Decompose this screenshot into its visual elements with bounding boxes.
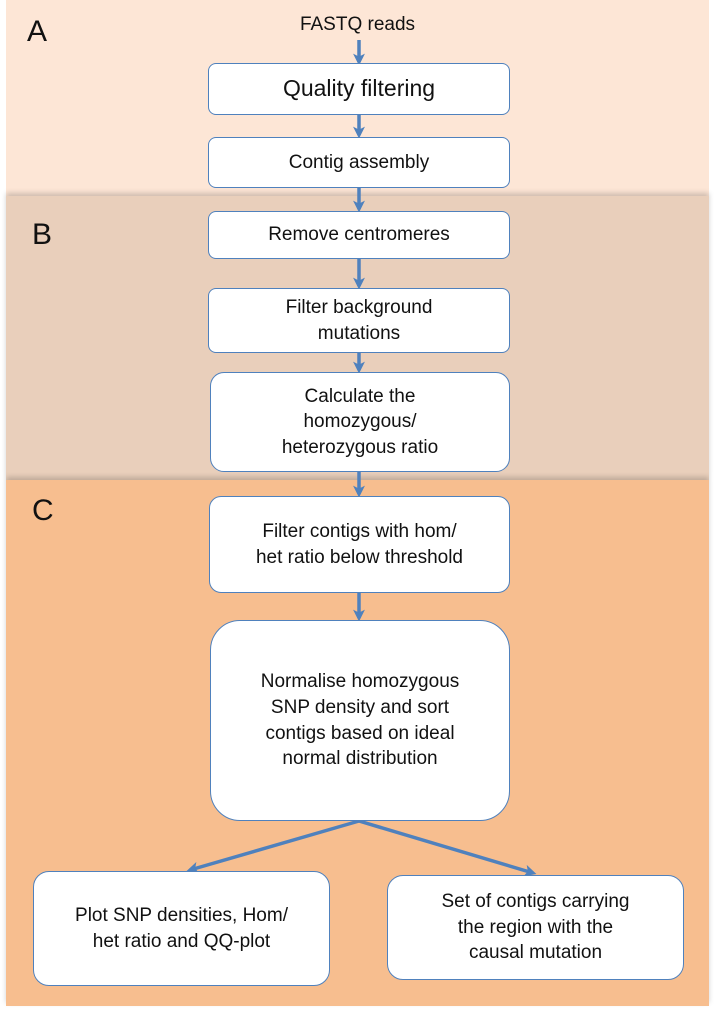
- contig-assembly-box: Contig assembly: [208, 137, 510, 188]
- section-a-label: A: [27, 15, 48, 48]
- quality-filtering-box: Quality filtering: [208, 63, 510, 115]
- filter-contigs-box: Filter contigs with hom/ het ratio below…: [209, 496, 510, 593]
- remove-centromeres-box: Remove centromeres: [208, 211, 510, 259]
- section-b-label: B: [32, 218, 53, 251]
- section-c-label: C: [32, 494, 54, 527]
- plot-snp-densities-box: Plot SNP densities, Hom/ het ratio and Q…: [33, 871, 330, 986]
- input-label: FASTQ reads: [299, 14, 416, 35]
- arrow-normalise-to-plot: [186, 819, 360, 874]
- filter-background-box: Filter background mutations: [208, 288, 510, 353]
- calculate-ratio-box: Calculate the homozygous/ heterozygous r…: [210, 372, 510, 472]
- set-of-contigs-box: Set of contigs carrying the region with …: [387, 875, 684, 980]
- arrow-normalise-to-set: [358, 819, 537, 877]
- normalise-density-box: Normalise homozygous SNP density and sor…: [210, 620, 510, 821]
